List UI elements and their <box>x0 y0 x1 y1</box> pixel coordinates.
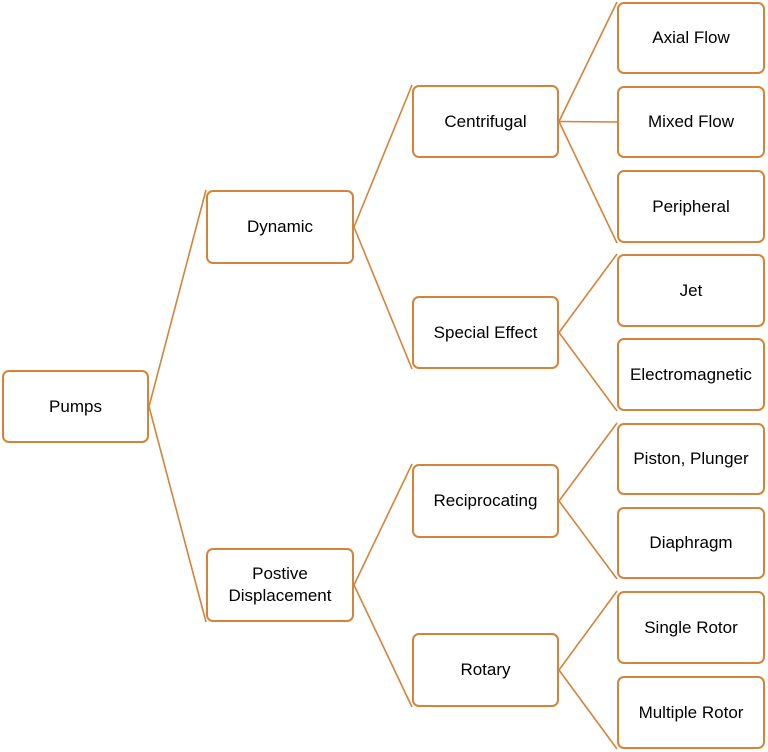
connector-pd-to-rec <box>353 463 413 586</box>
node-peripheral: Peripheral <box>617 170 765 243</box>
node-reciprocating: Reciprocating <box>412 464 559 538</box>
node-mixed-flow: Mixed Flow <box>617 86 765 158</box>
connector-rec-to-pist <box>558 422 618 502</box>
connector-root-to-dyn <box>148 189 207 407</box>
connector-spe-to-elec <box>558 332 618 412</box>
node-centrifugal: Centrifugal <box>412 85 559 158</box>
node-single-rotor: Single Rotor <box>617 591 765 664</box>
connector-spe-to-jet <box>558 253 618 333</box>
node-diaphragm: Diaphragm <box>617 507 765 579</box>
node-pumps: Pumps <box>2 370 149 443</box>
node-positive-displacement: Postive Displacement <box>206 548 354 622</box>
connector-rot-to-multi <box>558 669 618 750</box>
connector-pd-to-rot <box>353 584 413 708</box>
node-dynamic: Dynamic <box>206 190 354 264</box>
connector-dyn-to-cen <box>353 84 413 228</box>
node-piston-plunger: Piston, Plunger <box>617 423 765 495</box>
connector-rot-to-single <box>558 590 618 671</box>
connector-cen-to-axial <box>558 1 618 122</box>
connector-root-to-pd <box>148 406 207 623</box>
connector-rec-to-diaph <box>558 500 618 580</box>
connector-dyn-to-spe <box>353 226 413 370</box>
connector-cen-to-mixed <box>558 120 618 123</box>
node-multiple-rotor: Multiple Rotor <box>617 676 765 749</box>
node-rotary: Rotary <box>412 633 559 707</box>
node-special-effect: Special Effect <box>412 296 559 369</box>
node-electromagnetic: Electromagnetic <box>617 338 765 411</box>
connector-cen-to-peri <box>558 121 618 244</box>
node-jet: Jet <box>617 254 765 327</box>
node-axial-flow: Axial Flow <box>617 2 765 74</box>
